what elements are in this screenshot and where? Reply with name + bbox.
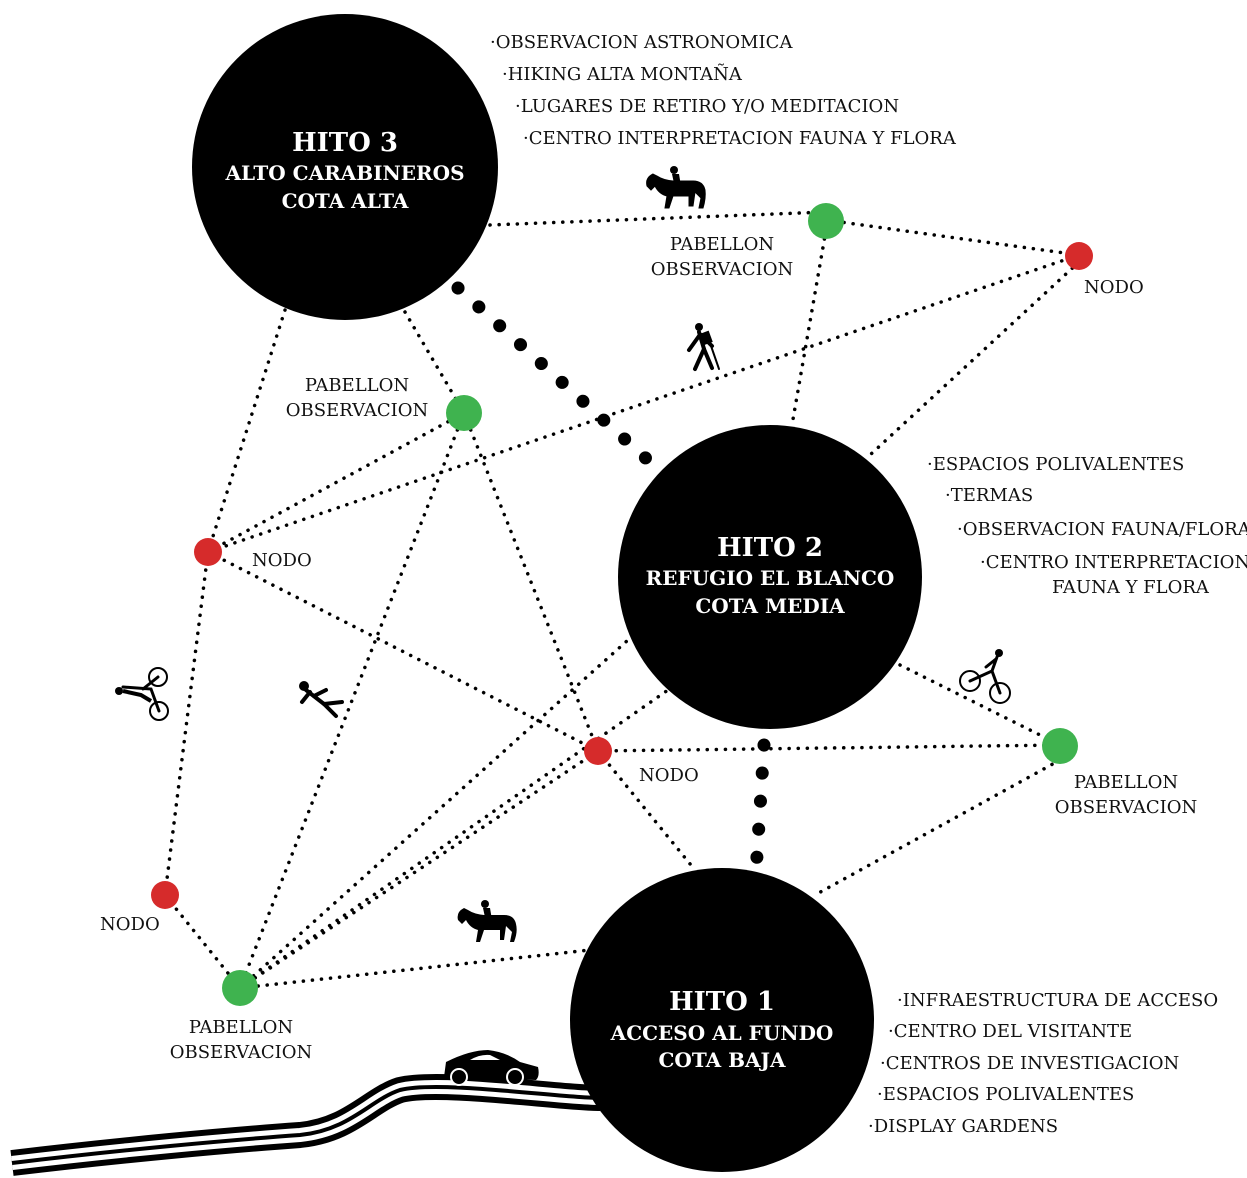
pabellon-label-line2: OBSERVACION bbox=[651, 259, 794, 280]
connector bbox=[206, 411, 466, 554]
hito-1-level: COTA BAJA bbox=[658, 1048, 785, 1072]
hito-2-circle bbox=[618, 425, 922, 729]
nodo-label: NODO bbox=[639, 765, 699, 786]
connector bbox=[488, 210, 828, 227]
horse-rider-icon bbox=[457, 900, 517, 942]
connector bbox=[790, 228, 828, 427]
activity-item: ·CENTRO INTERPRETACION bbox=[980, 552, 1247, 573]
cyclist-icon bbox=[959, 649, 1011, 704]
pabellon-label-line2: OBSERVACION bbox=[286, 400, 429, 421]
activity-item: ·DISPLAY GARDENS bbox=[868, 1116, 1058, 1137]
connector bbox=[824, 218, 1081, 257]
connector bbox=[163, 893, 242, 990]
activity-item: ·TERMAS bbox=[945, 485, 1033, 506]
hito-3-level: COTA ALTA bbox=[282, 189, 409, 213]
connector bbox=[206, 550, 600, 753]
hiker-icon bbox=[687, 323, 720, 371]
horse-rider-icon bbox=[646, 166, 706, 209]
nodo-label: NODO bbox=[100, 914, 160, 935]
connection-lines bbox=[163, 210, 1081, 990]
pabellon-point bbox=[446, 395, 482, 431]
pabellon-label-line1: PABELLON bbox=[1074, 772, 1178, 793]
nodo-point bbox=[151, 881, 179, 909]
main-trail-segment bbox=[451, 281, 657, 469]
hito-2-name: REFUGIO EL BLANCO bbox=[646, 566, 895, 590]
main-trail bbox=[451, 281, 771, 879]
pabellon-label-line1: PABELLON bbox=[670, 234, 774, 255]
activity-item: FAUNA Y FLORA bbox=[1052, 577, 1210, 598]
pabellon-point bbox=[222, 970, 258, 1006]
cyclist-icon bbox=[115, 667, 169, 721]
activity-item: ·CENTRO INTERPRETACION FAUNA Y FLORA bbox=[523, 128, 957, 149]
activity-item: ·CENTROS DE INVESTIGACION bbox=[880, 1053, 1179, 1074]
pabellon-point bbox=[808, 203, 844, 239]
hito-3-circle bbox=[192, 14, 498, 320]
pabellon-points bbox=[222, 203, 1078, 1006]
connector bbox=[596, 749, 697, 872]
main-trail-segment bbox=[749, 738, 771, 879]
pabellon-label-line2: OBSERVACION bbox=[170, 1042, 313, 1063]
activity-item: ·ESPACIOS POLIVALENTES bbox=[927, 454, 1184, 475]
connector bbox=[206, 308, 287, 554]
activity-item: ·CENTRO DEL VISITANTE bbox=[888, 1021, 1132, 1042]
hito-3-title: HITO 3 bbox=[292, 128, 398, 158]
nodo-point bbox=[194, 538, 222, 566]
connector bbox=[596, 743, 1062, 753]
connector bbox=[206, 253, 1081, 554]
climber-icon bbox=[299, 681, 344, 718]
hito-3: HITO 3 ALTO CARABINEROS COTA ALTA bbox=[192, 14, 498, 320]
activity-item: ·HIKING ALTA MONTAÑA bbox=[502, 62, 743, 85]
hito-2-level: COTA MEDIA bbox=[695, 594, 845, 618]
activity-item: ·INFRAESTRUCTURA DE ACCESO bbox=[897, 990, 1218, 1011]
connector bbox=[462, 411, 600, 753]
pabellon-label-line1: PABELLON bbox=[305, 375, 409, 396]
hito-1: HITO 1 ACCESO AL FUNDO COTA BAJA bbox=[570, 868, 874, 1172]
hito-1-circle bbox=[570, 868, 874, 1172]
hito-1-title: HITO 1 bbox=[669, 987, 775, 1017]
connector bbox=[238, 749, 600, 990]
nodo-label: NODO bbox=[1084, 277, 1144, 298]
pabellon-label-line1: PABELLON bbox=[189, 1017, 293, 1038]
nodo-label: NODO bbox=[252, 550, 312, 571]
car-icon bbox=[444, 1050, 539, 1086]
hito-2-activities: ·ESPACIOS POLIVALENTES ·TERMAS ·OBSERVAC… bbox=[927, 454, 1247, 598]
nodo-points bbox=[151, 242, 1093, 909]
pabellon-point bbox=[1042, 728, 1078, 764]
activity-item: ·OBSERVACION ASTRONOMICA bbox=[490, 32, 793, 53]
road-icon bbox=[10, 1073, 601, 1176]
activity-item: ·LUGARES DE RETIRO Y/O MEDITACION bbox=[515, 96, 899, 117]
hito-2-title: HITO 2 bbox=[717, 533, 823, 563]
connector bbox=[813, 758, 1062, 897]
hito-3-activities: ·OBSERVACION ASTRONOMICA ·HIKING ALTA MO… bbox=[490, 32, 957, 149]
connector bbox=[163, 550, 210, 897]
connector bbox=[238, 411, 466, 990]
hito-3-name: ALTO CARABINEROS bbox=[224, 161, 464, 185]
hito-1-activities: ·INFRAESTRUCTURA DE ACCESO ·CENTRO DEL V… bbox=[868, 990, 1218, 1137]
connector bbox=[898, 663, 1062, 747]
connector bbox=[238, 638, 630, 990]
connector bbox=[868, 260, 1081, 457]
connector bbox=[403, 310, 466, 415]
hito-1-name: ACCESO AL FUNDO bbox=[610, 1021, 834, 1045]
nodo-point bbox=[584, 737, 612, 765]
hito-2: HITO 2 REFUGIO EL BLANCO COTA MEDIA bbox=[618, 425, 922, 729]
connector bbox=[238, 948, 592, 990]
pabellon-label-line2: OBSERVACION bbox=[1055, 797, 1198, 818]
nodo-point bbox=[1065, 242, 1093, 270]
activity-item: ·ESPACIOS POLIVALENTES bbox=[877, 1084, 1134, 1105]
activity-item: ·OBSERVACION FAUNA/FLORA bbox=[957, 519, 1247, 540]
